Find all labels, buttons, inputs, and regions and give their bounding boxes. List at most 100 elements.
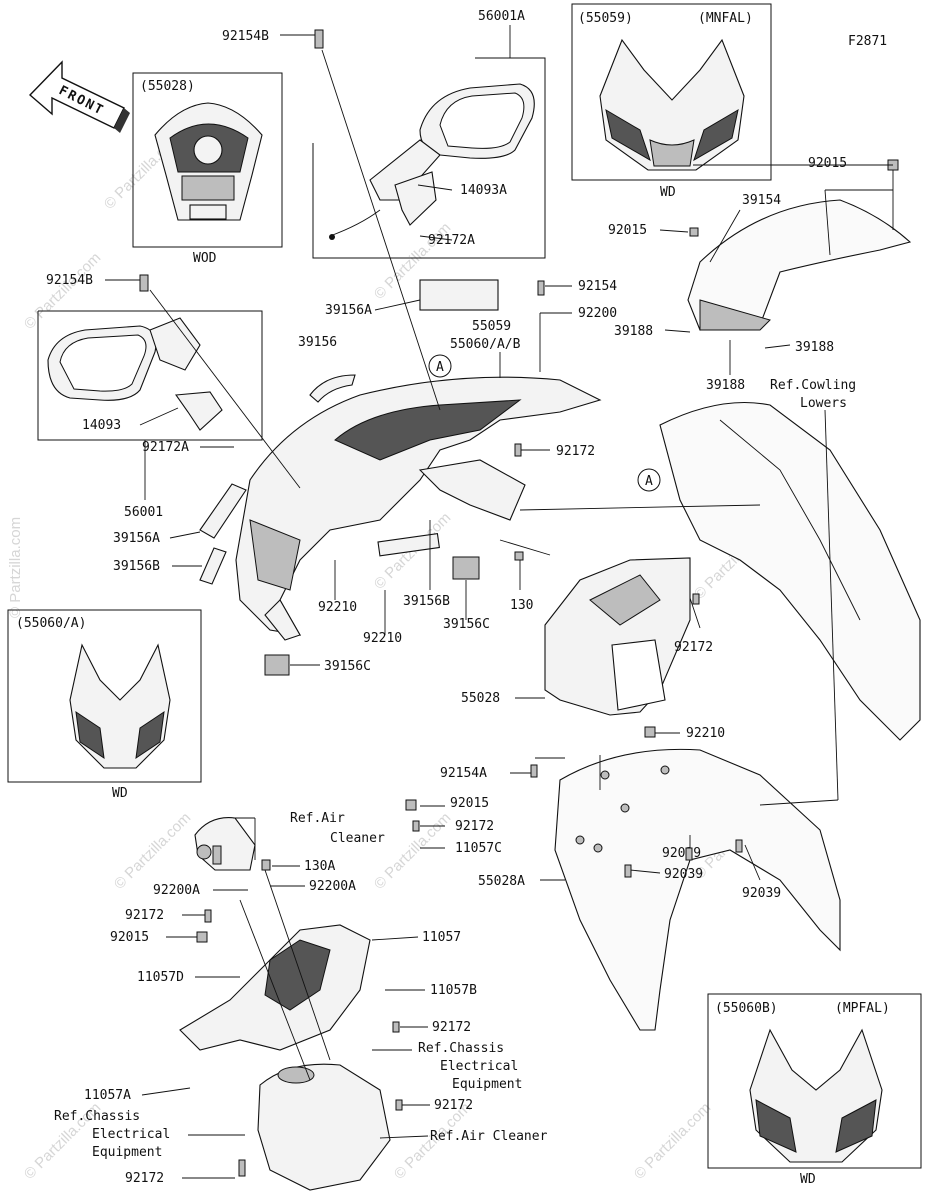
upper-cowl-illustration — [69, 643, 171, 769]
front-arrow-icon: FRONT — [28, 60, 130, 133]
callout-92172A: 92172A — [428, 233, 475, 248]
callout-11057B: 11057B — [430, 983, 477, 998]
instrument-cover-illustration — [154, 102, 263, 221]
ref-chassis-line1: Ref.Chassis — [418, 1041, 504, 1056]
watermark: © Partzilla.com — [111, 809, 194, 892]
callout-92172: 92172 — [125, 1171, 164, 1186]
callout-92015: 92015 — [110, 930, 149, 945]
callout-56001: 56001 — [124, 505, 163, 520]
callout-130: 130 — [510, 598, 533, 613]
callout-39156C: 39156C — [324, 659, 371, 674]
callout-14093: 14093 — [82, 418, 121, 433]
upper-cowl-illustration — [599, 38, 745, 171]
ref-chassis-line3: Equipment — [92, 1145, 162, 1160]
callout-92172: 92172 — [674, 640, 713, 655]
callout-14093A: 14093A — [460, 183, 507, 198]
ref-air-line1: Ref.Air — [290, 811, 345, 826]
callout-39188: 39188 — [614, 324, 653, 339]
inset-code: (55059) — [578, 11, 633, 26]
callout-39156A: 39156A — [325, 303, 372, 318]
callout-11057: 11057 — [422, 930, 461, 945]
inset-code: (55060B) — [715, 1001, 778, 1016]
callout-92015: 92015 — [450, 796, 489, 811]
inner-fender — [554, 748, 841, 1031]
inset-mid-left: (55060/A) WD — [7, 609, 202, 801]
cowling-lower — [659, 401, 921, 741]
callout-92172: 92172 — [434, 1098, 473, 1113]
inset-top-center: (55059) (MNFAL) WD — [571, 3, 772, 200]
inset-note: WD — [112, 786, 128, 801]
watermark: © Partzilla.com — [631, 1099, 714, 1182]
ref-chassis-line3: Equipment — [452, 1077, 522, 1092]
inset-bottom-right: (55060B) (MPFAL) WD — [707, 993, 922, 1187]
callout-55028A: 55028A — [478, 874, 525, 889]
ref-marker-letter: A — [645, 474, 653, 489]
inset-note: WOD — [193, 251, 217, 266]
ref-chassis-line2: Electrical — [92, 1127, 170, 1142]
callout-92210: 92210 — [318, 600, 357, 615]
callout-92154: 92154 — [578, 279, 617, 294]
callout-92172: 92172 — [125, 908, 164, 923]
screws — [139, 29, 743, 1177]
inset-code: (55060/A) — [16, 616, 86, 631]
callout-39156B: 39156B — [403, 594, 450, 609]
stay-bracket — [179, 924, 371, 1051]
air-duct-upper — [194, 817, 256, 871]
ref-marker-a: A — [428, 354, 452, 378]
ref-cowling-line2: Lowers — [800, 396, 847, 411]
inset-variant: (MNFAL) — [698, 11, 753, 26]
callout-92172: 92172 — [455, 819, 494, 834]
callout-92154B: 92154B — [222, 29, 269, 44]
inset-note: WD — [800, 1172, 816, 1187]
mirror-assembly-left — [37, 310, 263, 441]
callout-39188: 39188 — [706, 378, 745, 393]
ref-air-line2: Cleaner — [330, 831, 385, 846]
callout-92172A: 92172A — [142, 440, 189, 455]
callout-92039: 92039 — [664, 867, 703, 882]
callout-39156B: 39156B — [113, 559, 160, 574]
callout-39156: 39156 — [298, 335, 337, 350]
callout-92039: 92039 — [742, 886, 781, 901]
inset-note: WD — [660, 185, 676, 200]
watermark: © Partzilla.com — [21, 249, 104, 332]
callout-92015: 92015 — [808, 156, 847, 171]
upper-cowl-main — [235, 376, 602, 641]
inner-cover — [544, 557, 691, 716]
callout-92172: 92172 — [556, 444, 595, 459]
windshield — [687, 159, 912, 331]
ref-cowling-line1: Ref.Cowling — [770, 378, 856, 393]
inset-top-left: (55028) WOD — [132, 72, 283, 266]
ref-air-cleaner: Ref.Air Cleaner — [430, 1129, 548, 1144]
callout-92039: 92039 — [662, 846, 701, 861]
callout-92200A: 92200A — [309, 879, 356, 894]
callout-11057D: 11057D — [137, 970, 184, 985]
callout-56001A: 56001A — [478, 9, 525, 24]
callout-92200A: 92200A — [153, 883, 200, 898]
upper-cowl-illustration — [749, 1028, 883, 1163]
callout-92154B: 92154B — [46, 273, 93, 288]
callout-55060AB: 55060/A/B — [450, 337, 521, 352]
callout-39188: 39188 — [795, 340, 834, 355]
inset-code: (55028) — [140, 79, 195, 94]
callout-39156A: 39156A — [113, 531, 160, 546]
callout-92210: 92210 — [363, 631, 402, 646]
ref-chassis-line1: Ref.Chassis — [54, 1109, 140, 1124]
callout-92154A: 92154A — [440, 766, 487, 781]
callout-55059: 55059 — [472, 319, 511, 334]
figure-code: F2871 — [848, 34, 887, 49]
pads — [199, 279, 499, 676]
ref-marker-letter: A — [436, 360, 444, 375]
callout-11057A: 11057A — [84, 1088, 131, 1103]
mirror-assembly-top — [312, 57, 546, 259]
callout-92015: 92015 — [608, 223, 647, 238]
air-duct-lower — [257, 1063, 391, 1191]
callout-39154: 39154 — [742, 193, 781, 208]
leader-lines — [105, 25, 894, 1179]
callout-39156C: 39156C — [443, 617, 490, 632]
callout-130A: 130A — [304, 859, 335, 874]
callout-55028: 55028 — [461, 691, 500, 706]
watermark-vertical: © Partzilla.com — [7, 517, 24, 618]
ref-marker-a: A — [637, 468, 661, 492]
callout-92210: 92210 — [686, 726, 725, 741]
